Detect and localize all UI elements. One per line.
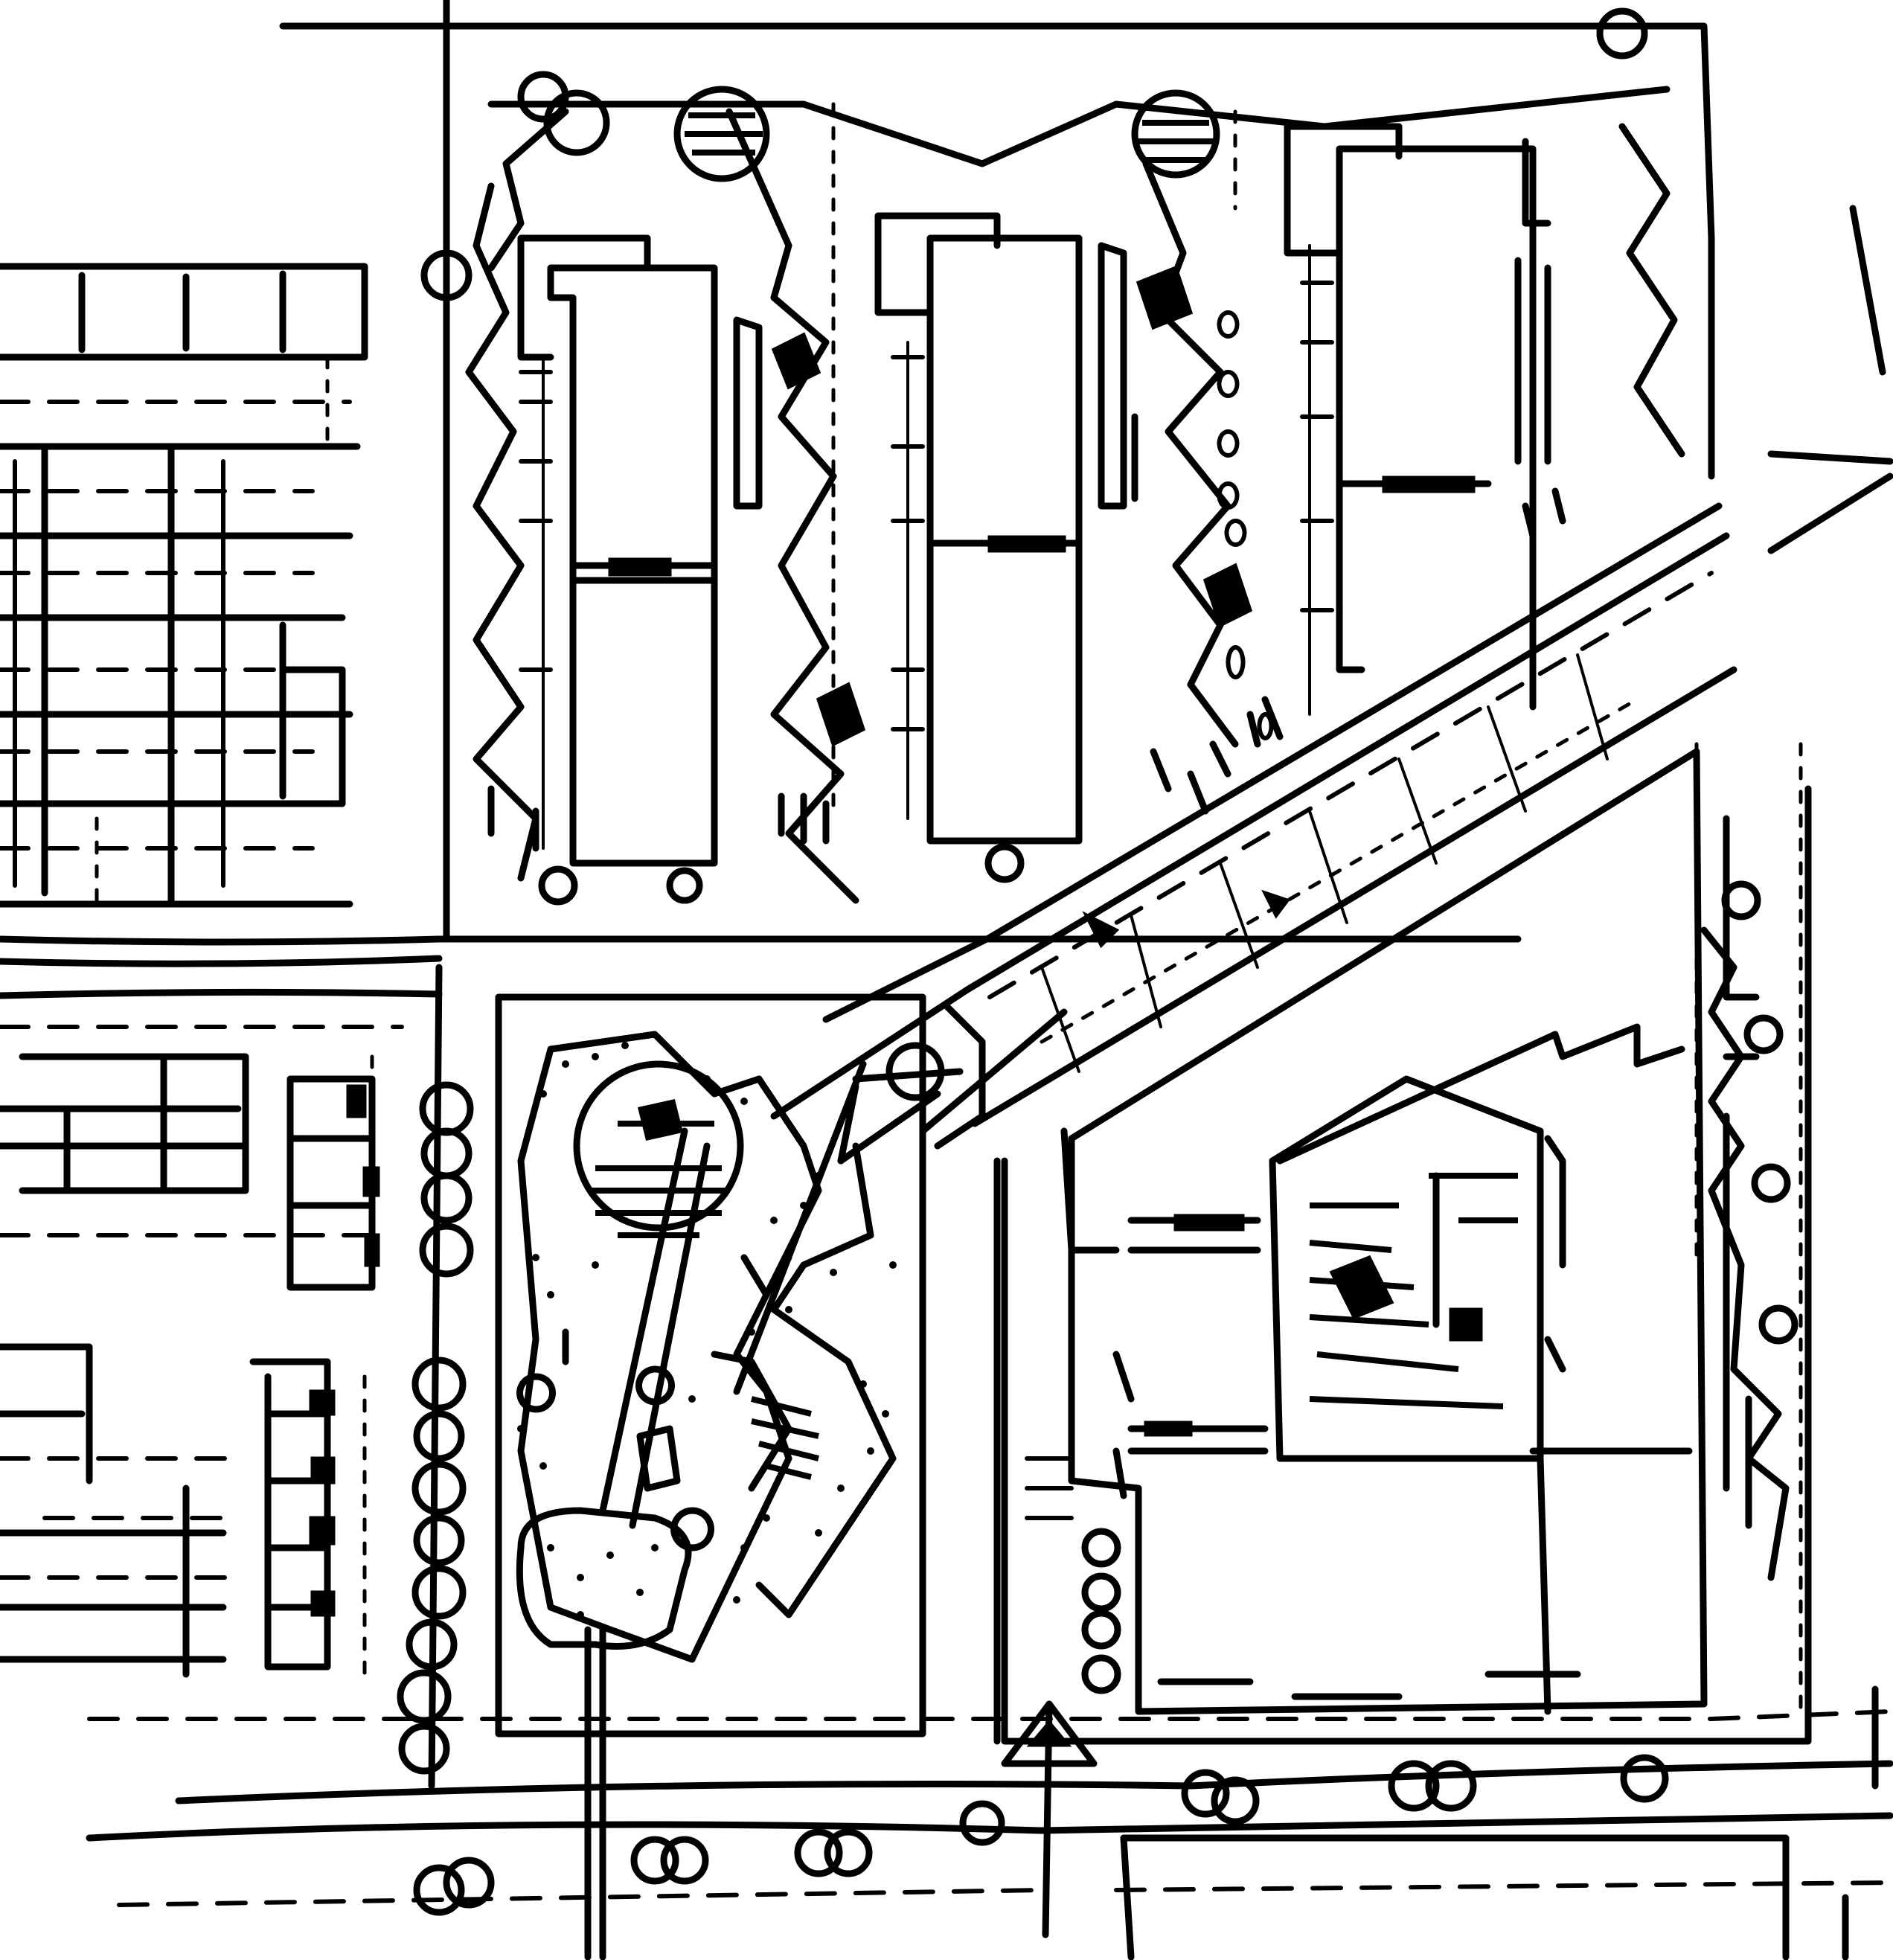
street-tree-row-west bbox=[400, 967, 470, 1786]
west-city-blocks bbox=[0, 266, 833, 1674]
east-courtyard-block bbox=[997, 744, 1808, 1741]
north-arrow-icon bbox=[1005, 1704, 1094, 1935]
stipple bbox=[517, 1042, 897, 1618]
east-edge-line bbox=[1853, 208, 1883, 372]
tree-canopy-icon bbox=[424, 11, 1644, 902]
diagonal-avenue bbox=[774, 454, 1890, 1161]
central-park bbox=[499, 997, 982, 1957]
north-site bbox=[283, 0, 1711, 939]
south-street bbox=[89, 1689, 1890, 1957]
